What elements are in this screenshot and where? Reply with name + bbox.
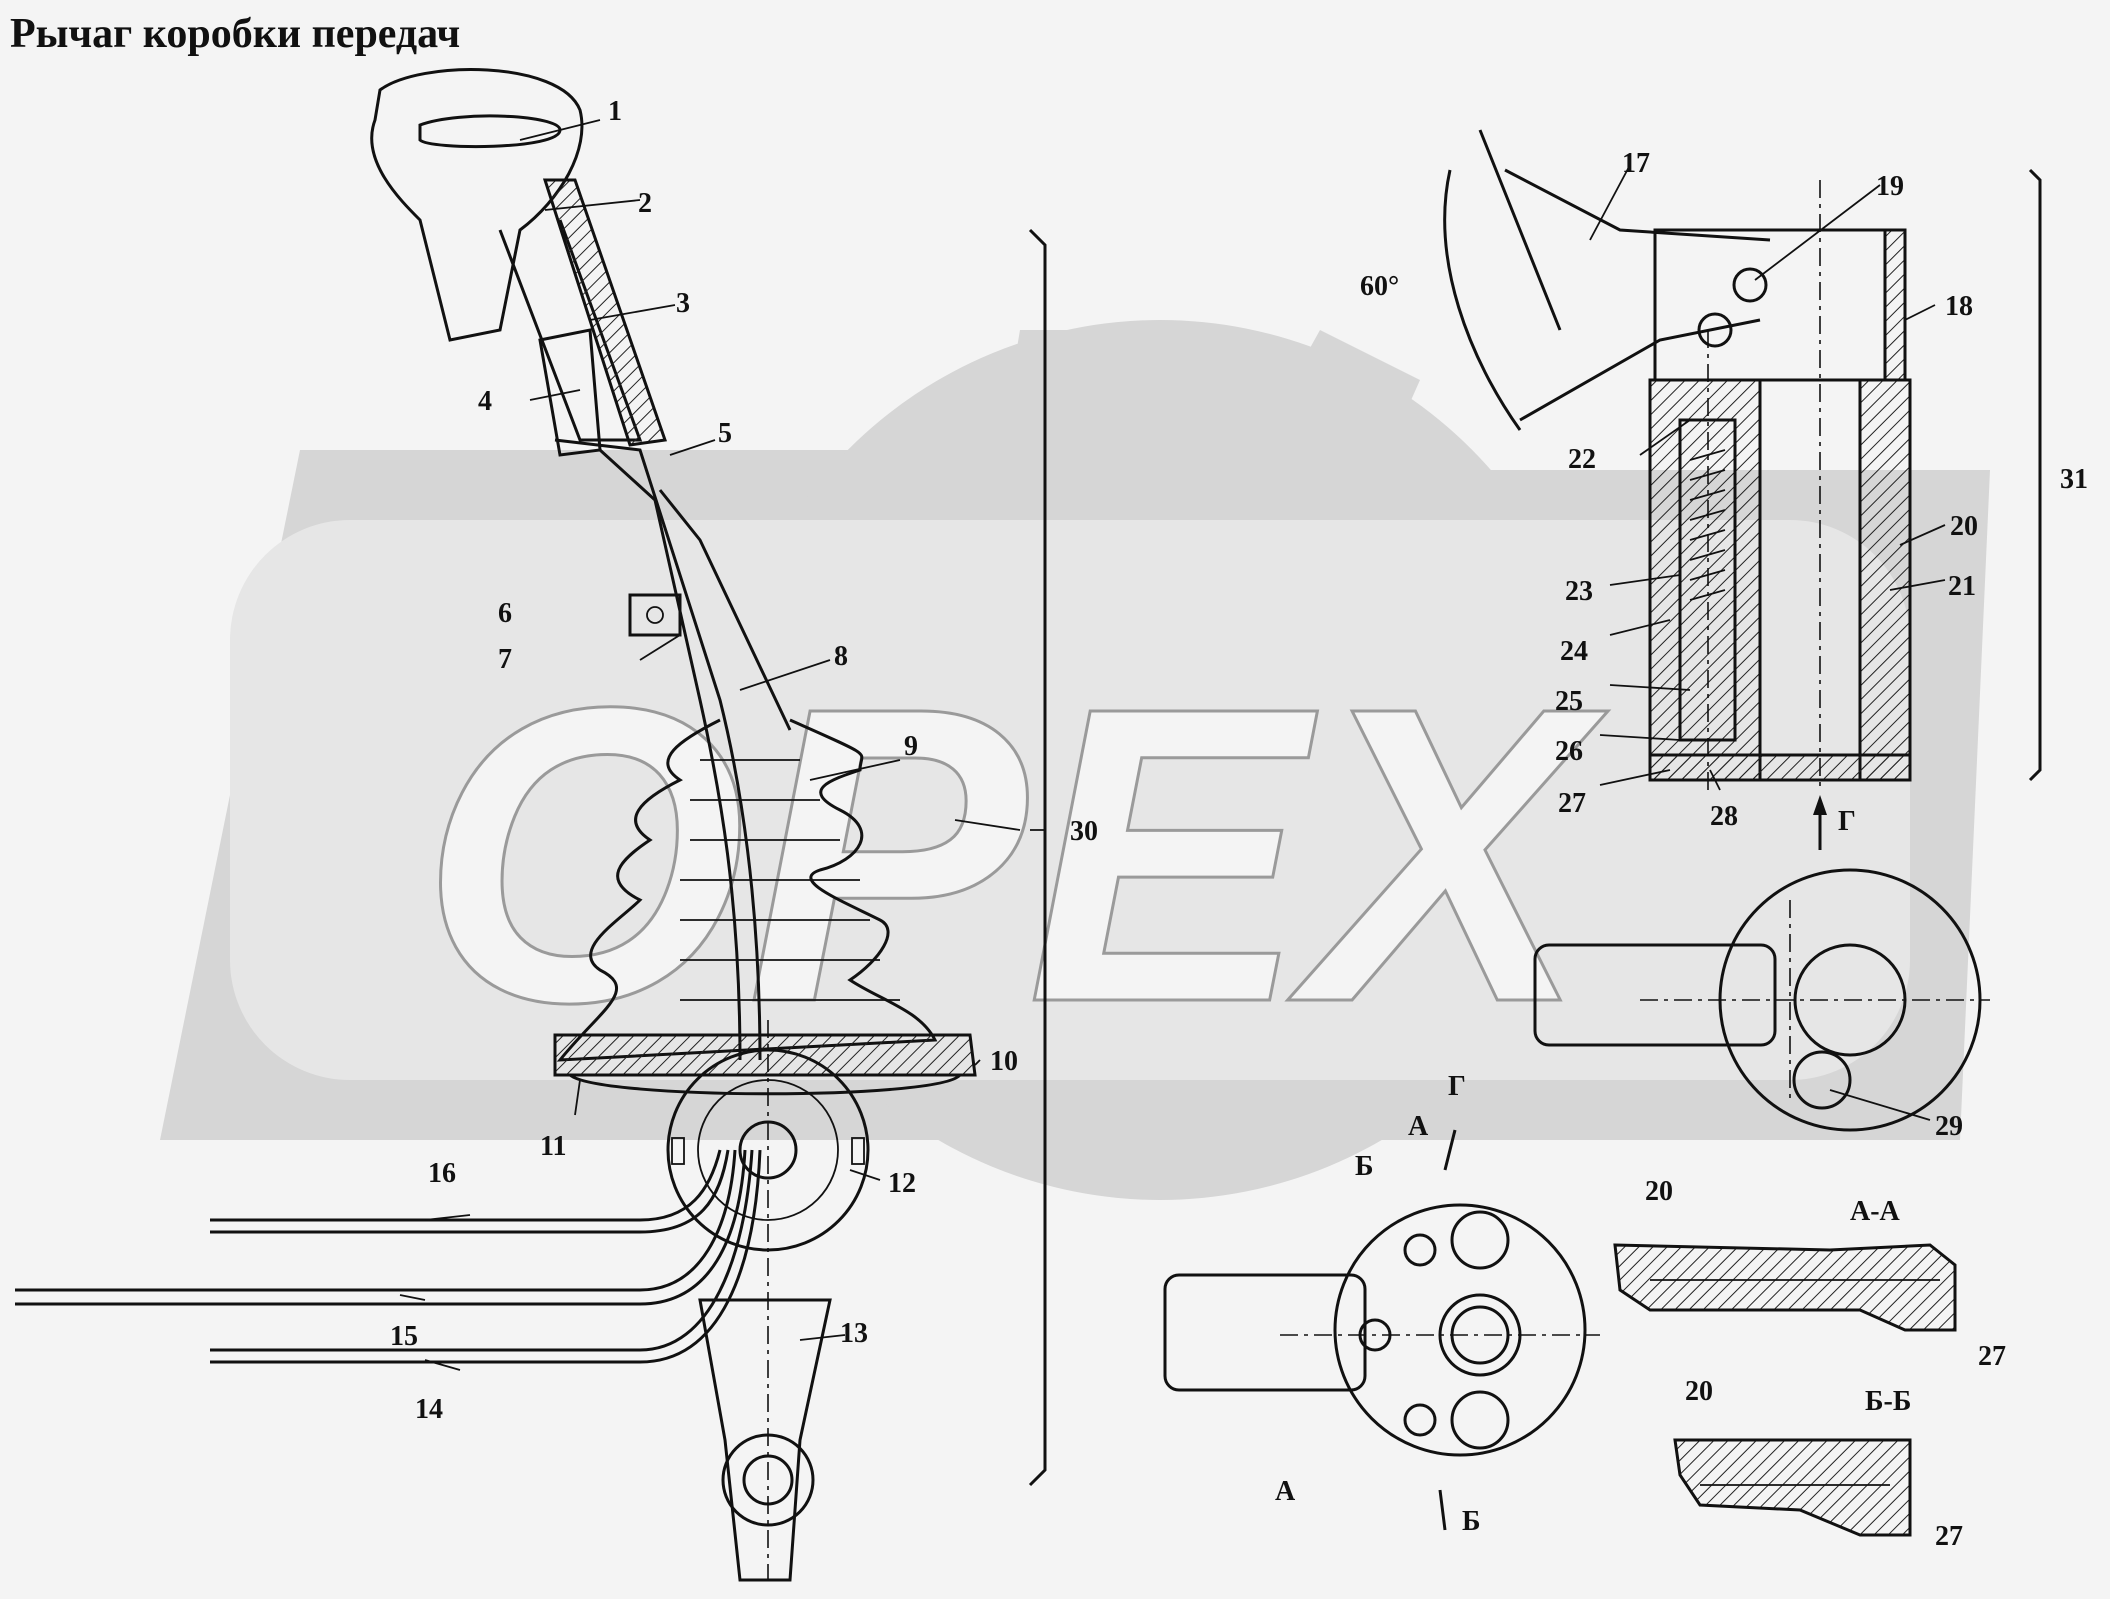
label-25: 25: [1555, 686, 1583, 717]
label-14: 14: [415, 1394, 443, 1425]
section-bb-title: Б-Б: [1865, 1386, 1911, 1417]
view-g: [1533, 795, 1990, 1132]
section-a-bottom: А: [1275, 1476, 1296, 1507]
label-5: 5: [718, 418, 732, 449]
label-9: 9: [904, 731, 918, 762]
leader-lines: [399, 119, 1946, 1371]
label-4: 4: [478, 386, 492, 417]
section-b-bottom: Б: [1462, 1506, 1481, 1537]
label-27b: 27: [1978, 1341, 2006, 1372]
label-28: 28: [1710, 801, 1738, 832]
label-8: 8: [834, 641, 848, 672]
watermark-logo: OPEX: [160, 320, 1990, 1200]
view-g-label: Г: [1838, 806, 1856, 837]
label-26: 26: [1555, 736, 1583, 767]
view-g-title: Г: [1448, 1071, 1466, 1102]
label-29: 29: [1935, 1111, 1963, 1142]
label-18: 18: [1945, 291, 1973, 322]
label-20a: 20: [1950, 511, 1978, 542]
label-20c: 20: [1685, 1376, 1713, 1407]
label-3: 3: [676, 288, 690, 319]
angle-label: 60°: [1360, 271, 1399, 302]
valve-section: [1443, 129, 2042, 790]
label-11: 11: [540, 1131, 566, 1162]
label-2: 2: [638, 188, 652, 219]
label-15: 15: [390, 1321, 418, 1352]
label-23: 23: [1565, 576, 1593, 607]
section-bb: [1673, 1438, 1912, 1537]
section-aa-title: А-А: [1850, 1196, 1901, 1227]
label-19: 19: [1876, 171, 1904, 202]
label-21: 21: [1948, 571, 1976, 602]
section-a-top: А: [1408, 1111, 1429, 1142]
label-17: 17: [1622, 148, 1650, 179]
label-31: 31: [2060, 464, 2088, 495]
three-hole-view: [1163, 1129, 1600, 1531]
label-30: 30: [1070, 816, 1098, 847]
label-12: 12: [888, 1168, 916, 1199]
label-6: 6: [498, 598, 512, 629]
section-b-top: Б: [1355, 1151, 1374, 1182]
label-16: 16: [428, 1158, 456, 1189]
label-22: 22: [1568, 444, 1596, 475]
label-20b: 20: [1645, 1176, 1673, 1207]
section-aa: [1613, 1243, 1957, 1332]
label-27a: 27: [1558, 788, 1586, 819]
gear-lever-assembly: [15, 68, 1047, 1582]
label-13: 13: [840, 1318, 868, 1349]
label-27c: 27: [1935, 1521, 1963, 1552]
watermark-text: OPEX: [420, 621, 1609, 1090]
label-1: 1: [608, 96, 622, 127]
page-title: Рычаг коробки передач: [10, 11, 461, 57]
label-7: 7: [498, 644, 512, 675]
label-10: 10: [990, 1046, 1018, 1077]
label-24: 24: [1560, 636, 1588, 667]
callout-labels: 1 2 3 4 5 6 7 8 9 10 11 12 13 14 15 16 1…: [390, 96, 2088, 1552]
